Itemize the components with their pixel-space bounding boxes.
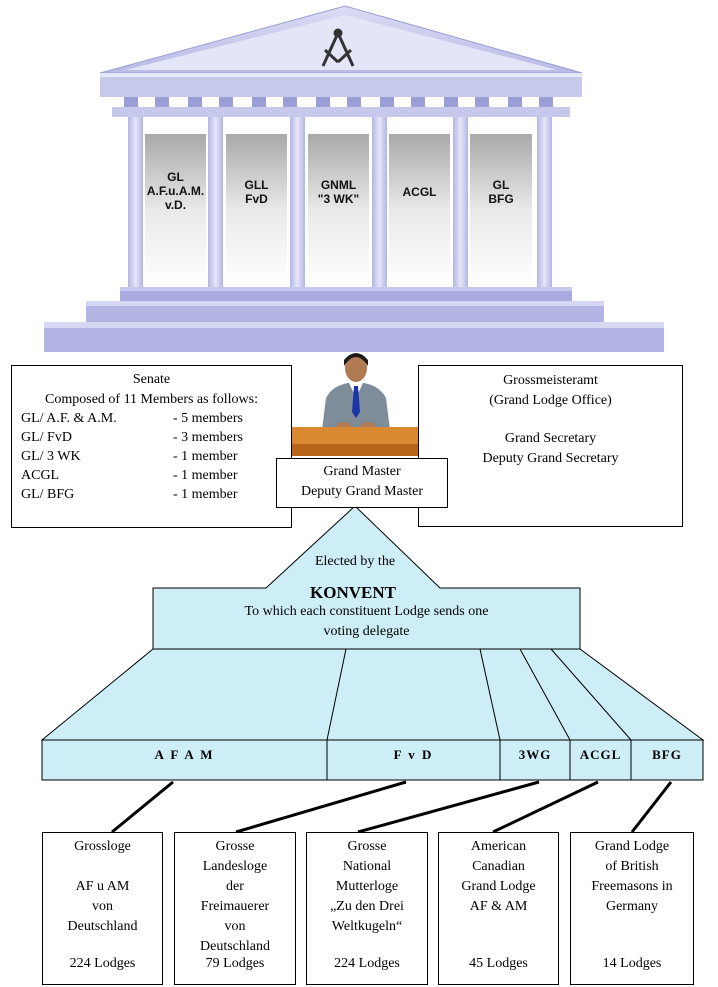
lodge-count: 45 Lodges <box>469 956 528 971</box>
lodge-count: 79 Lodges <box>205 956 265 971</box>
senate-box: Senate Composed of 11 Members as follows… <box>11 365 292 528</box>
temple-panels <box>145 134 532 286</box>
lodge-name: Grosse National Mutterloge „Zu den Drei … <box>330 839 404 934</box>
senate-row-count: - 5 members <box>173 411 243 426</box>
lodge-count: 224 Lodges <box>69 956 136 971</box>
senate-row-count: - 1 member <box>173 449 238 464</box>
senate-row-lodge: GL/ A.F. & A.M. <box>21 411 117 426</box>
office-deputy-grand-secretary: Deputy Grand Secretary <box>482 451 619 466</box>
band-label-afam: A F A M <box>154 747 215 762</box>
connector-lines <box>111 780 673 834</box>
temple <box>44 5 664 352</box>
lodge-band <box>41 739 704 781</box>
lodge-name: Grosse Landesloge der Freimauerer von De… <box>200 839 270 954</box>
lodge-name: Grand Lodge of British Freemasons in Ger… <box>591 839 673 914</box>
senate-subtitle: Composed of 11 Members as follows: <box>45 392 258 407</box>
lodge-count: 224 Lodges <box>334 956 400 971</box>
deputy-grand-master-title: Deputy Grand Master <box>300 484 424 499</box>
grand-lodge-office-box: Grossmeisteramt (Grand Lodge Office) Gra… <box>418 365 683 527</box>
konvent-description-line1: To which each constituent Lodge sends on… <box>244 604 489 619</box>
office-subtitle: (Grand Lodge Office) <box>489 393 612 408</box>
konvent-elected-text: Elected by the <box>314 554 396 569</box>
band-label-acgl: ACGL <box>579 747 622 762</box>
band-label-3wg: 3WG <box>518 747 552 762</box>
senate-row-count: - 1 member <box>173 487 238 502</box>
grand-master-figure <box>322 353 390 430</box>
temple-columns <box>128 117 552 287</box>
lodge-box-3wk: Grosse National Mutterloge „Zu den Drei … <box>306 832 428 985</box>
senate-row-lodge: GL/ BFG <box>21 487 75 502</box>
lodge-name: American Canadian Grand Lodge AF & AM <box>461 839 536 914</box>
senate-row-count: - 1 member <box>173 468 238 483</box>
column-label-3wk: GNML "3 WK" <box>317 178 360 206</box>
grand-master-desk <box>276 427 444 456</box>
band-label-bfg: BFG <box>652 747 682 762</box>
grand-master-title: Grand Master <box>323 464 401 479</box>
senate-row-lodge: GL/ FvD <box>21 430 72 445</box>
temple-dentils <box>124 97 553 107</box>
column-label-fvd: GLL FvD <box>244 178 269 206</box>
column-label-bfg: GL BFG <box>488 178 514 206</box>
grand-master-box: Grand Master Deputy Grand Master <box>276 458 448 508</box>
lodge-box-afam: Grossloge AF u AM von Deutschland 224 Lo… <box>42 832 163 985</box>
senate-row-count: - 3 members <box>173 430 243 445</box>
konvent-shape <box>40 505 705 781</box>
temple-steps <box>44 287 664 352</box>
lodge-count: 14 Lodges <box>602 956 662 971</box>
lodge-box-acgl: American Canadian Grand Lodge AF & AM 45… <box>438 832 559 985</box>
lodge-box-bfg: Grand Lodge of British Freemasons in Ger… <box>570 832 694 985</box>
column-label-afuam: GL A.F.u.A.M. v.D. <box>146 170 205 212</box>
square-and-compass-icon <box>321 28 355 67</box>
konvent-description-line2: voting delegate <box>323 624 410 639</box>
senate-title: Senate <box>132 372 171 387</box>
office-title: Grossmeisteramt <box>503 373 598 388</box>
band-label-fvd: F v D <box>393 747 434 762</box>
senate-row-lodge: ACGL <box>21 468 60 483</box>
lodge-box-fvd: Grosse Landesloge der Freimauerer von De… <box>174 832 296 985</box>
column-label-acgl: ACGL <box>402 185 437 199</box>
senate-row-lodge: GL/ 3 WK <box>21 449 81 464</box>
konvent-title: KONVENT <box>310 583 396 602</box>
office-grand-secretary: Grand Secretary <box>504 431 597 446</box>
lodge-name: Grossloge AF u AM von Deutschland <box>67 839 138 934</box>
